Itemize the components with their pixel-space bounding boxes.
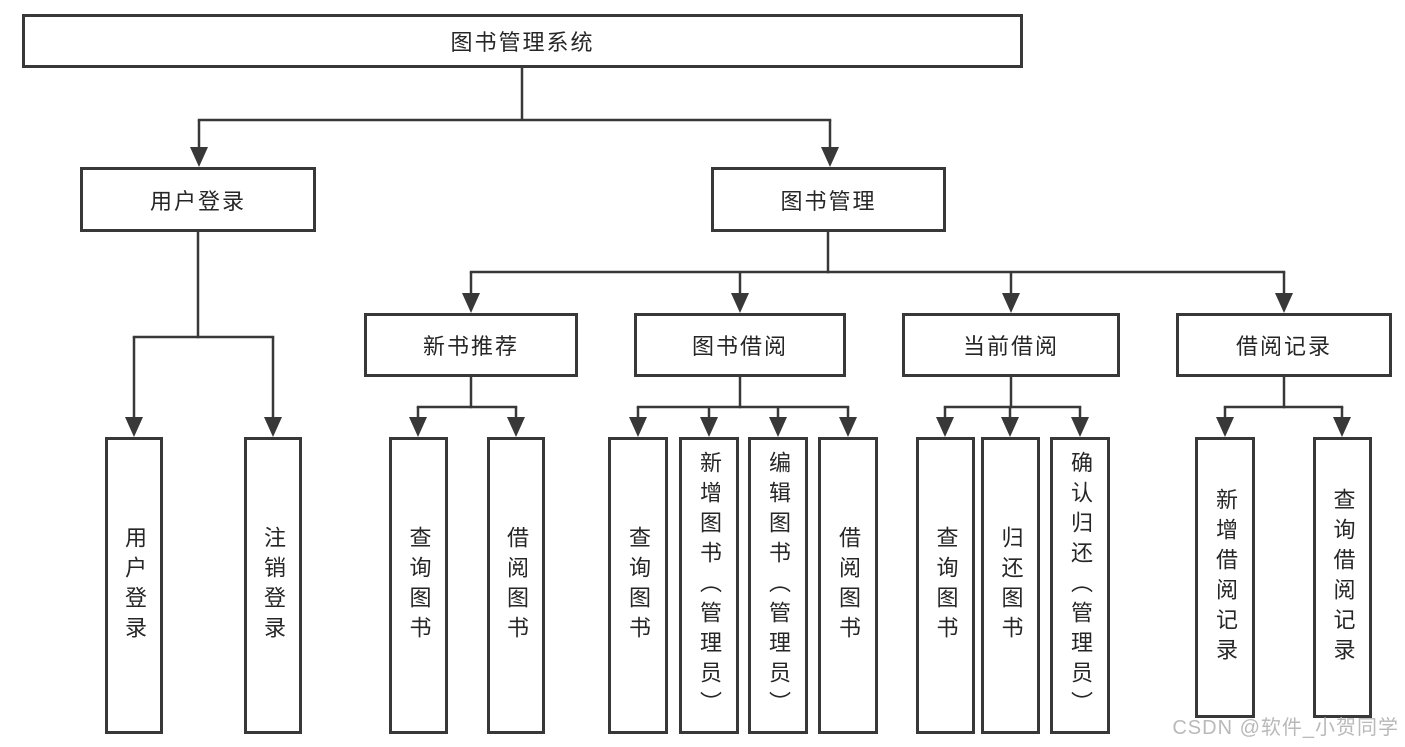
- node-new-book-recommendation: 新书推荐: [364, 313, 578, 377]
- node-label: 当前借阅: [962, 334, 1059, 359]
- node-label: 新书推荐: [422, 334, 519, 359]
- node-label: 查询借阅记录: [1330, 487, 1356, 668]
- node-user-login: 用户登录: [80, 167, 316, 232]
- node-label: 图书管理系统: [450, 30, 595, 55]
- node-label: 新增图书（管理员）: [697, 450, 722, 721]
- leaf-borrowing-query-books: 查询图书: [608, 437, 668, 734]
- node-current-borrowing: 当前借阅: [902, 313, 1120, 377]
- node-label: 归还图书: [998, 525, 1024, 646]
- node-label: 查询图书: [933, 525, 959, 646]
- leaf-user-login: 用户登录: [105, 437, 163, 734]
- leaf-newbooks-borrow-books: 借阅图书: [487, 437, 545, 734]
- node-label: 注销登录: [261, 525, 286, 646]
- leaf-borrowing-borrow-books: 借阅图书: [818, 437, 878, 734]
- leaf-current-confirm-return-admin: 确认归还（管理员）: [1050, 437, 1110, 734]
- node-label: 借阅图书: [836, 525, 861, 646]
- node-label: 编辑图书（管理员）: [766, 450, 791, 721]
- node-label: 新增借阅记录: [1213, 487, 1238, 668]
- node-book-borrowing: 图书借阅: [634, 313, 846, 377]
- node-label: 查询图书: [406, 525, 432, 646]
- node-borrowing-records: 借阅记录: [1176, 313, 1392, 377]
- csdn-watermark: CSDN @软件_小贺同学: [1172, 717, 1399, 739]
- node-label: 图书管理: [780, 188, 877, 214]
- leaf-newbooks-query-books: 查询图书: [389, 437, 448, 734]
- leaf-borrowing-add-books-admin: 新增图书（管理员）: [679, 437, 739, 734]
- leaf-records-query-borrow-record: 查询借阅记录: [1313, 437, 1372, 718]
- node-label: 确认归还（管理员）: [1068, 450, 1093, 721]
- node-book-management: 图书管理: [711, 167, 946, 232]
- node-label: 图书借阅: [691, 334, 788, 359]
- node-label: 用户登录: [149, 188, 246, 214]
- leaf-records-add-borrow-record: 新增借阅记录: [1195, 437, 1255, 718]
- leaf-borrowing-edit-books-admin: 编辑图书（管理员）: [748, 437, 808, 734]
- leaf-current-query-books: 查询图书: [916, 437, 975, 734]
- node-label: 借阅记录: [1235, 334, 1332, 359]
- node-book-management-system: 图书管理系统: [22, 14, 1023, 68]
- leaf-logout: 注销登录: [244, 437, 302, 734]
- node-label: 查询图书: [626, 525, 651, 646]
- leaf-current-return-books: 归还图书: [981, 437, 1040, 734]
- node-label: 借阅图书: [504, 525, 529, 646]
- node-label: 用户登录: [122, 525, 147, 646]
